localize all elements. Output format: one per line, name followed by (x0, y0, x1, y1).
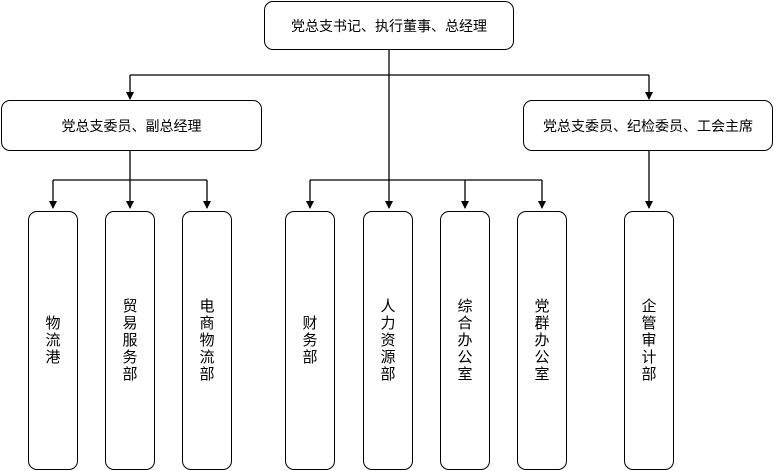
department-node: 物流港 (28, 211, 78, 470)
department-label: 财务部 (300, 315, 319, 366)
branch-node-right: 党总支委员、纪检委员、工会主席 (523, 100, 773, 151)
department-node: 贸易服务部 (105, 211, 155, 470)
department-node: 电商物流部 (182, 211, 232, 470)
department-label: 贸易服务部 (120, 298, 139, 383)
branch-node-label: 党总支委员、纪检委员、工会主席 (543, 118, 753, 135)
root-node-label: 党总支书记、执行董事、总经理 (291, 18, 487, 35)
department-label: 物流港 (43, 315, 62, 366)
department-label: 电商物流部 (197, 298, 216, 383)
department-node: 党群办公室 (517, 211, 567, 470)
branch-node-label: 党总支委员、副总经理 (61, 118, 202, 135)
department-node: 财务部 (285, 211, 335, 470)
department-label: 党群办公室 (532, 298, 551, 383)
department-label: 人力资源部 (378, 298, 397, 383)
department-label: 综合办公室 (455, 298, 474, 383)
branch-node-left: 党总支委员、副总经理 (1, 100, 262, 151)
department-node: 企管审计部 (624, 211, 674, 470)
department-label: 企管审计部 (639, 298, 658, 383)
department-node: 综合办公室 (440, 211, 490, 470)
department-node: 人力资源部 (363, 211, 413, 470)
root-node: 党总支书记、执行董事、总经理 (264, 1, 514, 50)
